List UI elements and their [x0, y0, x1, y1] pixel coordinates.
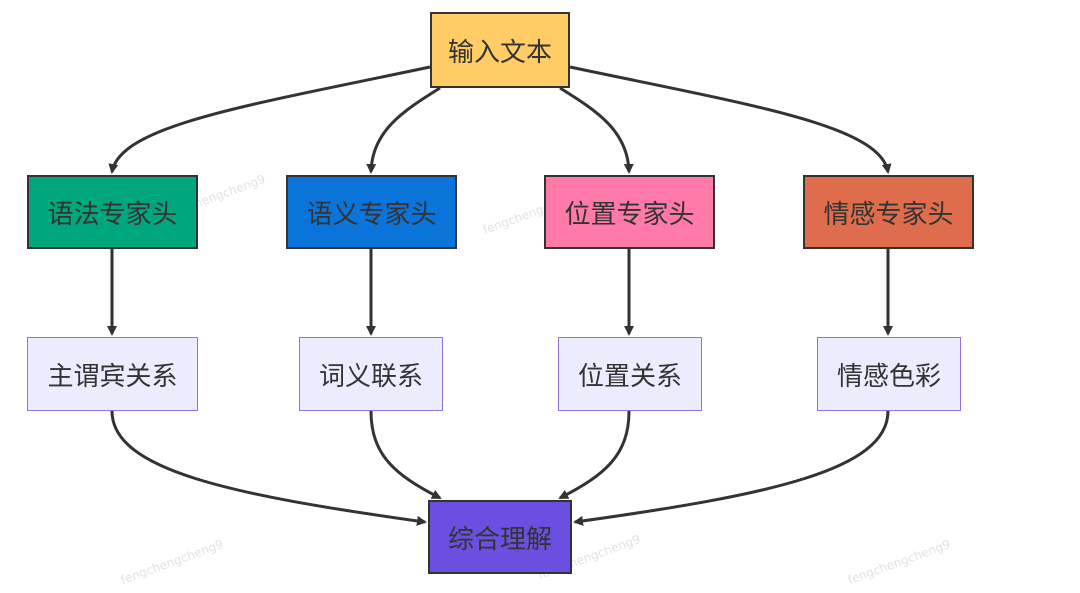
edge-grammar-out-output — [110, 410, 427, 526]
edge-semantic-out-output — [369, 410, 442, 500]
edge-input-position-head — [559, 86, 634, 174]
edge-input-grammar-head — [108, 65, 431, 174]
semantic-expert-head-node: 语义专家头 — [286, 175, 457, 249]
word-meaning-link-node: 词义联系 — [299, 337, 443, 411]
edge-input-semantic-head — [366, 86, 441, 174]
position-expert-head-node: 位置专家头 — [544, 175, 715, 249]
emotion-expert-head-node: 情感专家头 — [803, 175, 974, 249]
comprehensive-understanding-node: 综合理解 — [428, 500, 572, 574]
edge-emotion-out-output — [573, 410, 890, 526]
subject-predicate-object-node: 主谓宾关系 — [27, 337, 198, 411]
input-text-node: 输入文本 — [430, 12, 570, 88]
emotion-color-node: 情感色彩 — [817, 337, 961, 411]
edge-input-emotion-head — [569, 65, 892, 174]
grammar-expert-head-node: 语法专家头 — [27, 175, 198, 249]
position-relation-node: 位置关系 — [558, 337, 702, 411]
edge-position-out-output — [558, 410, 631, 500]
